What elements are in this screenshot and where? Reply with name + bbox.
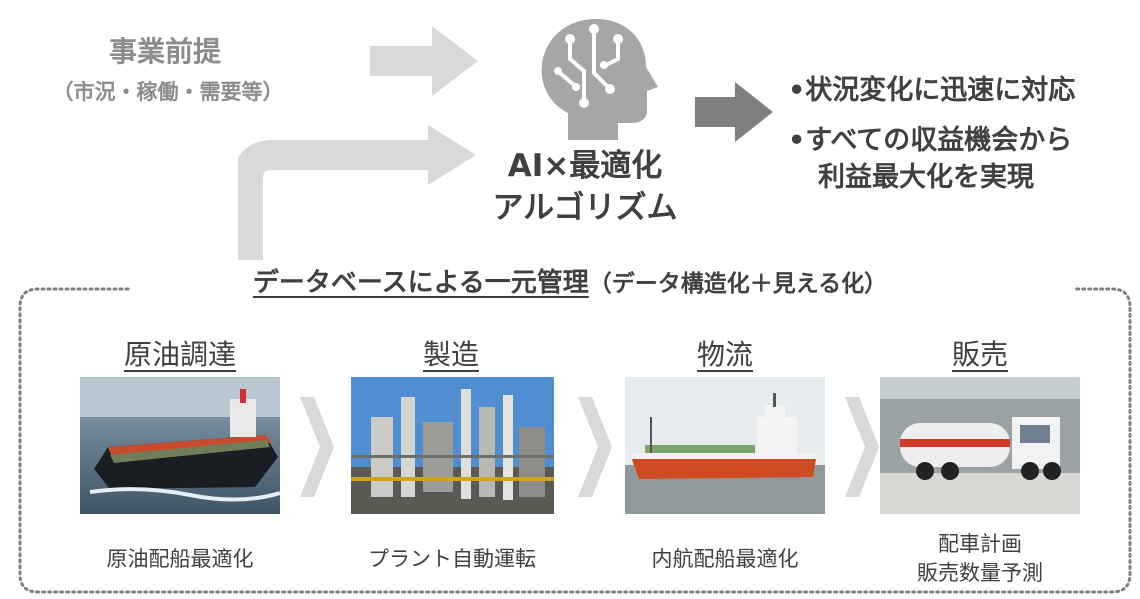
premise-title: 事業前提 [108, 35, 221, 68]
stage-caption-logistics: 内航配船最適化 [651, 547, 799, 571]
ai-label-line2: アルゴリズム [492, 190, 678, 226]
premise-arrow [370, 26, 478, 96]
output-arrow [695, 82, 773, 142]
outcome-item: •すべての収益機会から [788, 125, 1073, 156]
stage-caption-sales-line: 販売数量予測 [917, 561, 1043, 585]
stage-title-crude: 原油調達 [123, 338, 236, 371]
stage-caption-sales-line: 配車計画 [938, 532, 1022, 556]
stage-title-manufacturing: 製造 [422, 338, 479, 371]
crude-tanker-photo [80, 377, 280, 514]
stage-title-sales: 販売 [951, 338, 1008, 371]
ai-label: AI×最適化 アルゴリズム [470, 145, 700, 229]
stage-caption-manufacturing: プラント自動運転 [368, 547, 536, 571]
refinery-photo [351, 377, 554, 514]
data-feed-arrow [238, 125, 476, 260]
database-title-main: データベースによる一元管理 [252, 268, 589, 298]
stage-caption-sales: 配車計画 販売数量予測 [870, 530, 1090, 588]
stage-title-logistics: 物流 [696, 338, 753, 371]
ai-head-icon [541, 19, 658, 140]
outcome-item: 利益最大化を実現 [818, 162, 1034, 193]
outcome-item: •状況変化に迅速に対応 [788, 75, 1076, 106]
ai-label-line1: AI×最適化 [507, 148, 663, 184]
database-title: データベースによる一元管理（データ構造化＋見える化） [0, 262, 1140, 299]
coastal-tanker-photo [625, 377, 825, 514]
chevron-right-icon [578, 397, 612, 497]
stage-caption-crude: 原油配船最適化 [106, 547, 254, 571]
tanker-truck-photo [880, 377, 1080, 514]
premise-subtitle: （市況・稼働・需要等） [52, 80, 284, 104]
database-title-sub: （データ構造化＋見える化） [588, 271, 888, 297]
chevron-right-icon [845, 397, 879, 497]
chevron-right-icon [300, 397, 334, 497]
